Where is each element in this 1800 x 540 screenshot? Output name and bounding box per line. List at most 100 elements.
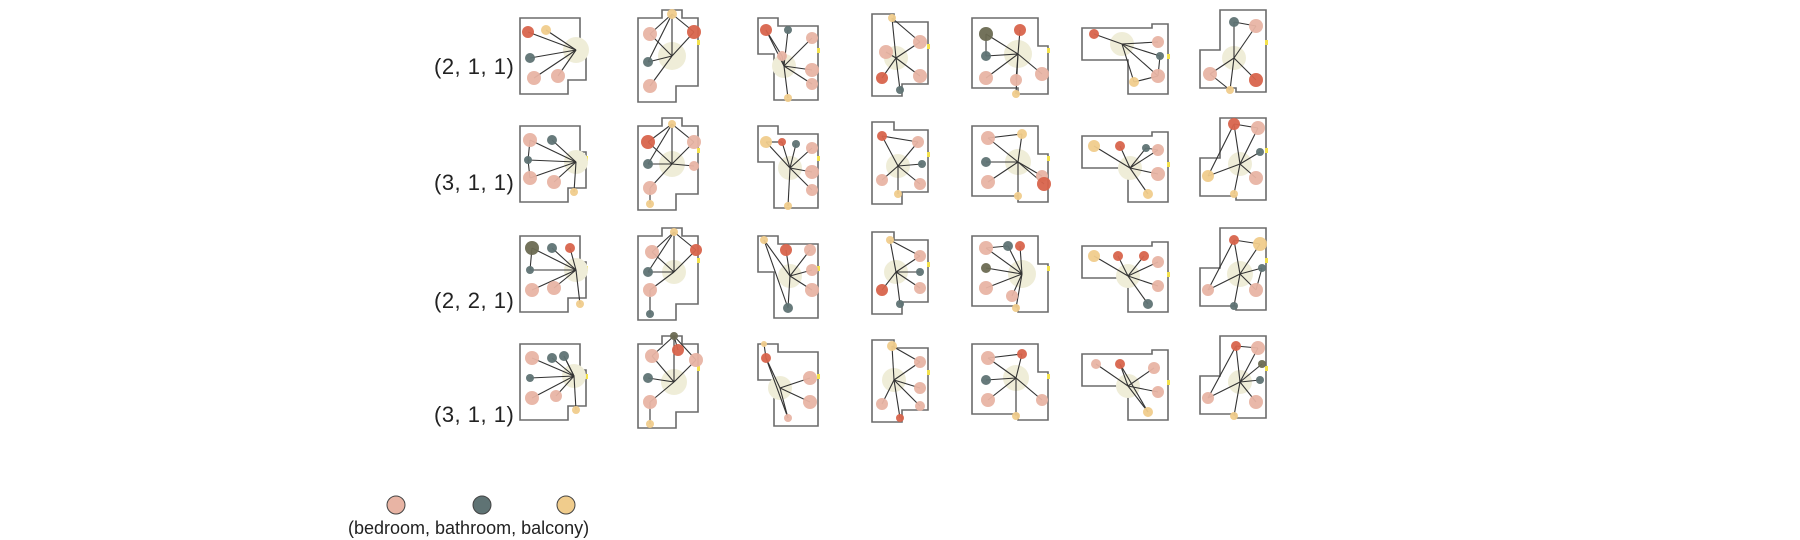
graph-edge [1233,123,1241,165]
floor-plan-r4-c5 [971,343,1050,421]
room-node-balcony [1129,77,1139,87]
graph-edge [1095,363,1129,387]
room-node-bedroom [979,71,993,85]
room-node-bathroom [1230,302,1238,310]
graph-edge [893,379,901,419]
room-node-bathroom [547,243,557,253]
room-node-balcony [1012,90,1020,98]
room-node-bedroom-dark [760,24,772,36]
entrance-marker [697,366,700,371]
room-node-balcony [1230,412,1238,420]
room-node-bedroom-dark [1037,177,1051,191]
room-node-bedroom [643,283,657,297]
graph-edge [647,123,673,165]
entrance-marker [697,258,700,263]
floor-plan-r3-c7 [1199,227,1268,311]
room-node-bedroom [914,382,926,394]
room-node-balcony [576,300,584,308]
room-node-bedroom [784,414,792,422]
graph-edge [529,49,577,59]
room-node-bedroom [643,27,657,41]
room-node-bedroom [806,78,818,90]
room-node-bedroom [525,351,539,365]
room-node-balcony [1017,129,1027,139]
room-node-bedroom [914,250,926,262]
room-node-bedroom [1202,284,1214,296]
graph-edge [573,375,577,411]
room-node-bathroom [1256,148,1264,156]
graph-edge [891,17,897,59]
room-node-bathroom [783,303,793,313]
room-node-bedroom [1151,167,1165,181]
room-node-bedroom [805,63,819,77]
room-node-bathroom [896,300,904,308]
floor-plan-r3-c3 [757,235,820,319]
room-node-bedroom [876,398,888,410]
graph-edge [1129,147,1147,169]
graph-edge [1121,43,1161,57]
room-node-bedroom [527,71,541,85]
entrance-marker [1047,156,1050,161]
room-node-bedroom [879,45,893,59]
graph-edge [575,269,581,305]
room-node-bedroom-dark [1017,349,1027,359]
room-node-bedroom [643,395,657,409]
room-node-bedroom [1152,386,1164,398]
entrance-marker [817,48,820,53]
room-node-balcony [1143,189,1153,199]
room-node-bedroom [979,241,993,255]
graph-edge [545,29,577,51]
room-node-bedroom [1249,395,1263,409]
room-node-bedroom [981,131,995,145]
row-label-1: (2, 1, 1) [434,54,515,79]
room-node-bathroom-olive [1258,360,1266,368]
room-node-bedroom [803,395,817,409]
graph-edge [1121,41,1159,45]
floor-plan-r4-c6 [1081,349,1170,421]
graph-edge [985,53,1019,57]
room-node-bedroom-dark [877,131,887,141]
room-node-bedroom [645,245,659,259]
room-node-balcony [1012,304,1020,312]
graph-edge [763,239,791,277]
graph-edge [551,139,577,163]
floor-plan-r2-c5 [971,125,1051,203]
graph-edge [893,379,921,407]
graph-edge [789,143,797,169]
room-node-balcony [670,228,678,236]
graph-edge [895,271,901,305]
graph-edge [881,135,919,143]
room-node-bedroom [1249,283,1263,297]
graph-edge [1235,345,1241,383]
graph-edge [783,65,789,99]
floor-plan-r4-c3 [757,341,820,427]
floor-plan-r3-c5 [971,235,1050,313]
floor-plan-r1-c3 [757,17,820,102]
room-node-bedroom [525,283,539,297]
floor-plan-r1-c7 [1199,9,1268,94]
room-node-bedroom [876,174,888,186]
graph-edge [1121,43,1135,83]
graph-edge [1119,363,1149,413]
room-node-bedroom [1152,280,1164,292]
room-node-bathroom [1143,299,1153,309]
graph-edge [895,57,901,91]
room-node-bathroom [1142,144,1150,152]
room-node-bathroom [646,310,654,318]
room-node-bedroom-dark [1229,235,1239,245]
room-node-bedroom [547,281,561,295]
room-node-bedroom [1091,359,1101,369]
room-node-balcony [646,200,654,208]
room-node-bedroom-dark [778,138,786,146]
room-node-bedroom-dark [761,353,771,363]
room-node-bedroom-dark [1228,118,1240,130]
graph-edge [1121,43,1159,77]
room-node-balcony [1226,86,1234,94]
room-node-bathroom [526,374,534,382]
room-node-bathroom [643,57,653,67]
room-node-bathroom [559,351,569,361]
room-node-balcony [1088,250,1100,262]
room-node-balcony [894,190,902,198]
room-node-bedroom [547,175,561,189]
room-node-bedroom [913,69,927,83]
